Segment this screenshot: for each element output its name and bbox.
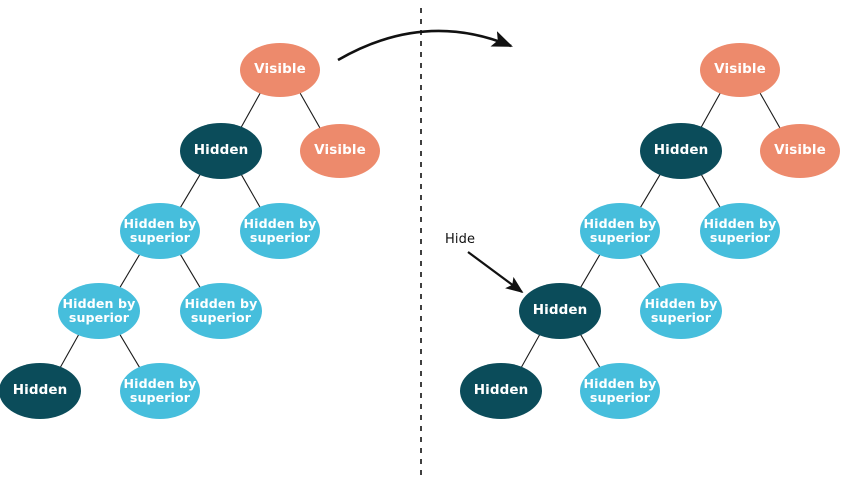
tree-edge	[758, 90, 782, 131]
tree-edge	[298, 90, 322, 131]
tree-edge	[58, 332, 81, 370]
tree-node-label: Visible	[254, 61, 306, 78]
tree-edge	[638, 252, 662, 290]
tree-node-label: Visible	[774, 142, 826, 159]
tree-node-label: Hidden	[193, 142, 249, 159]
tree-edge	[239, 172, 262, 210]
tree-node-label: Visible	[714, 61, 766, 78]
tree-edge	[178, 172, 202, 210]
hide-pointer-arrow	[467, 251, 524, 294]
tree-edge	[579, 332, 602, 370]
tree-edge	[118, 332, 142, 370]
tree-edges-right	[519, 90, 782, 370]
tree-edge	[638, 172, 662, 210]
hide-label: Hide	[445, 232, 476, 247]
tree-edge	[699, 91, 722, 130]
tree-node-hidden[interactable]: Hidden	[0, 363, 81, 419]
tree-edge	[699, 172, 722, 210]
transition-curved-arrow	[337, 29, 513, 62]
tree-edges-left	[58, 90, 322, 370]
tree-node-label: Hidden	[12, 382, 68, 399]
tree-node-visible[interactable]: Visible	[760, 124, 840, 178]
tree-edge	[579, 252, 602, 290]
tree-edge	[118, 252, 142, 290]
tree-node-label: Hidden	[473, 382, 529, 399]
tree-node-label: Hidden	[532, 302, 588, 319]
tree-node-hidden[interactable]: Hidden	[460, 363, 542, 419]
tree-node-label: Hidden	[653, 142, 709, 159]
tree-edge	[178, 252, 202, 290]
tree-edge	[239, 91, 262, 130]
tree-node-visible[interactable]: Visible	[700, 43, 780, 97]
tree-node-hidden[interactable]: Hidden	[640, 123, 722, 179]
tree-node-label: Visible	[314, 142, 366, 159]
tree-node-hidden[interactable]: Hidden	[180, 123, 262, 179]
tree-node-hidden[interactable]: Hidden	[519, 283, 601, 339]
tree-node-visible[interactable]: Visible	[240, 43, 320, 97]
tree-node-visible[interactable]: Visible	[300, 124, 380, 178]
tree-edge	[519, 332, 542, 370]
